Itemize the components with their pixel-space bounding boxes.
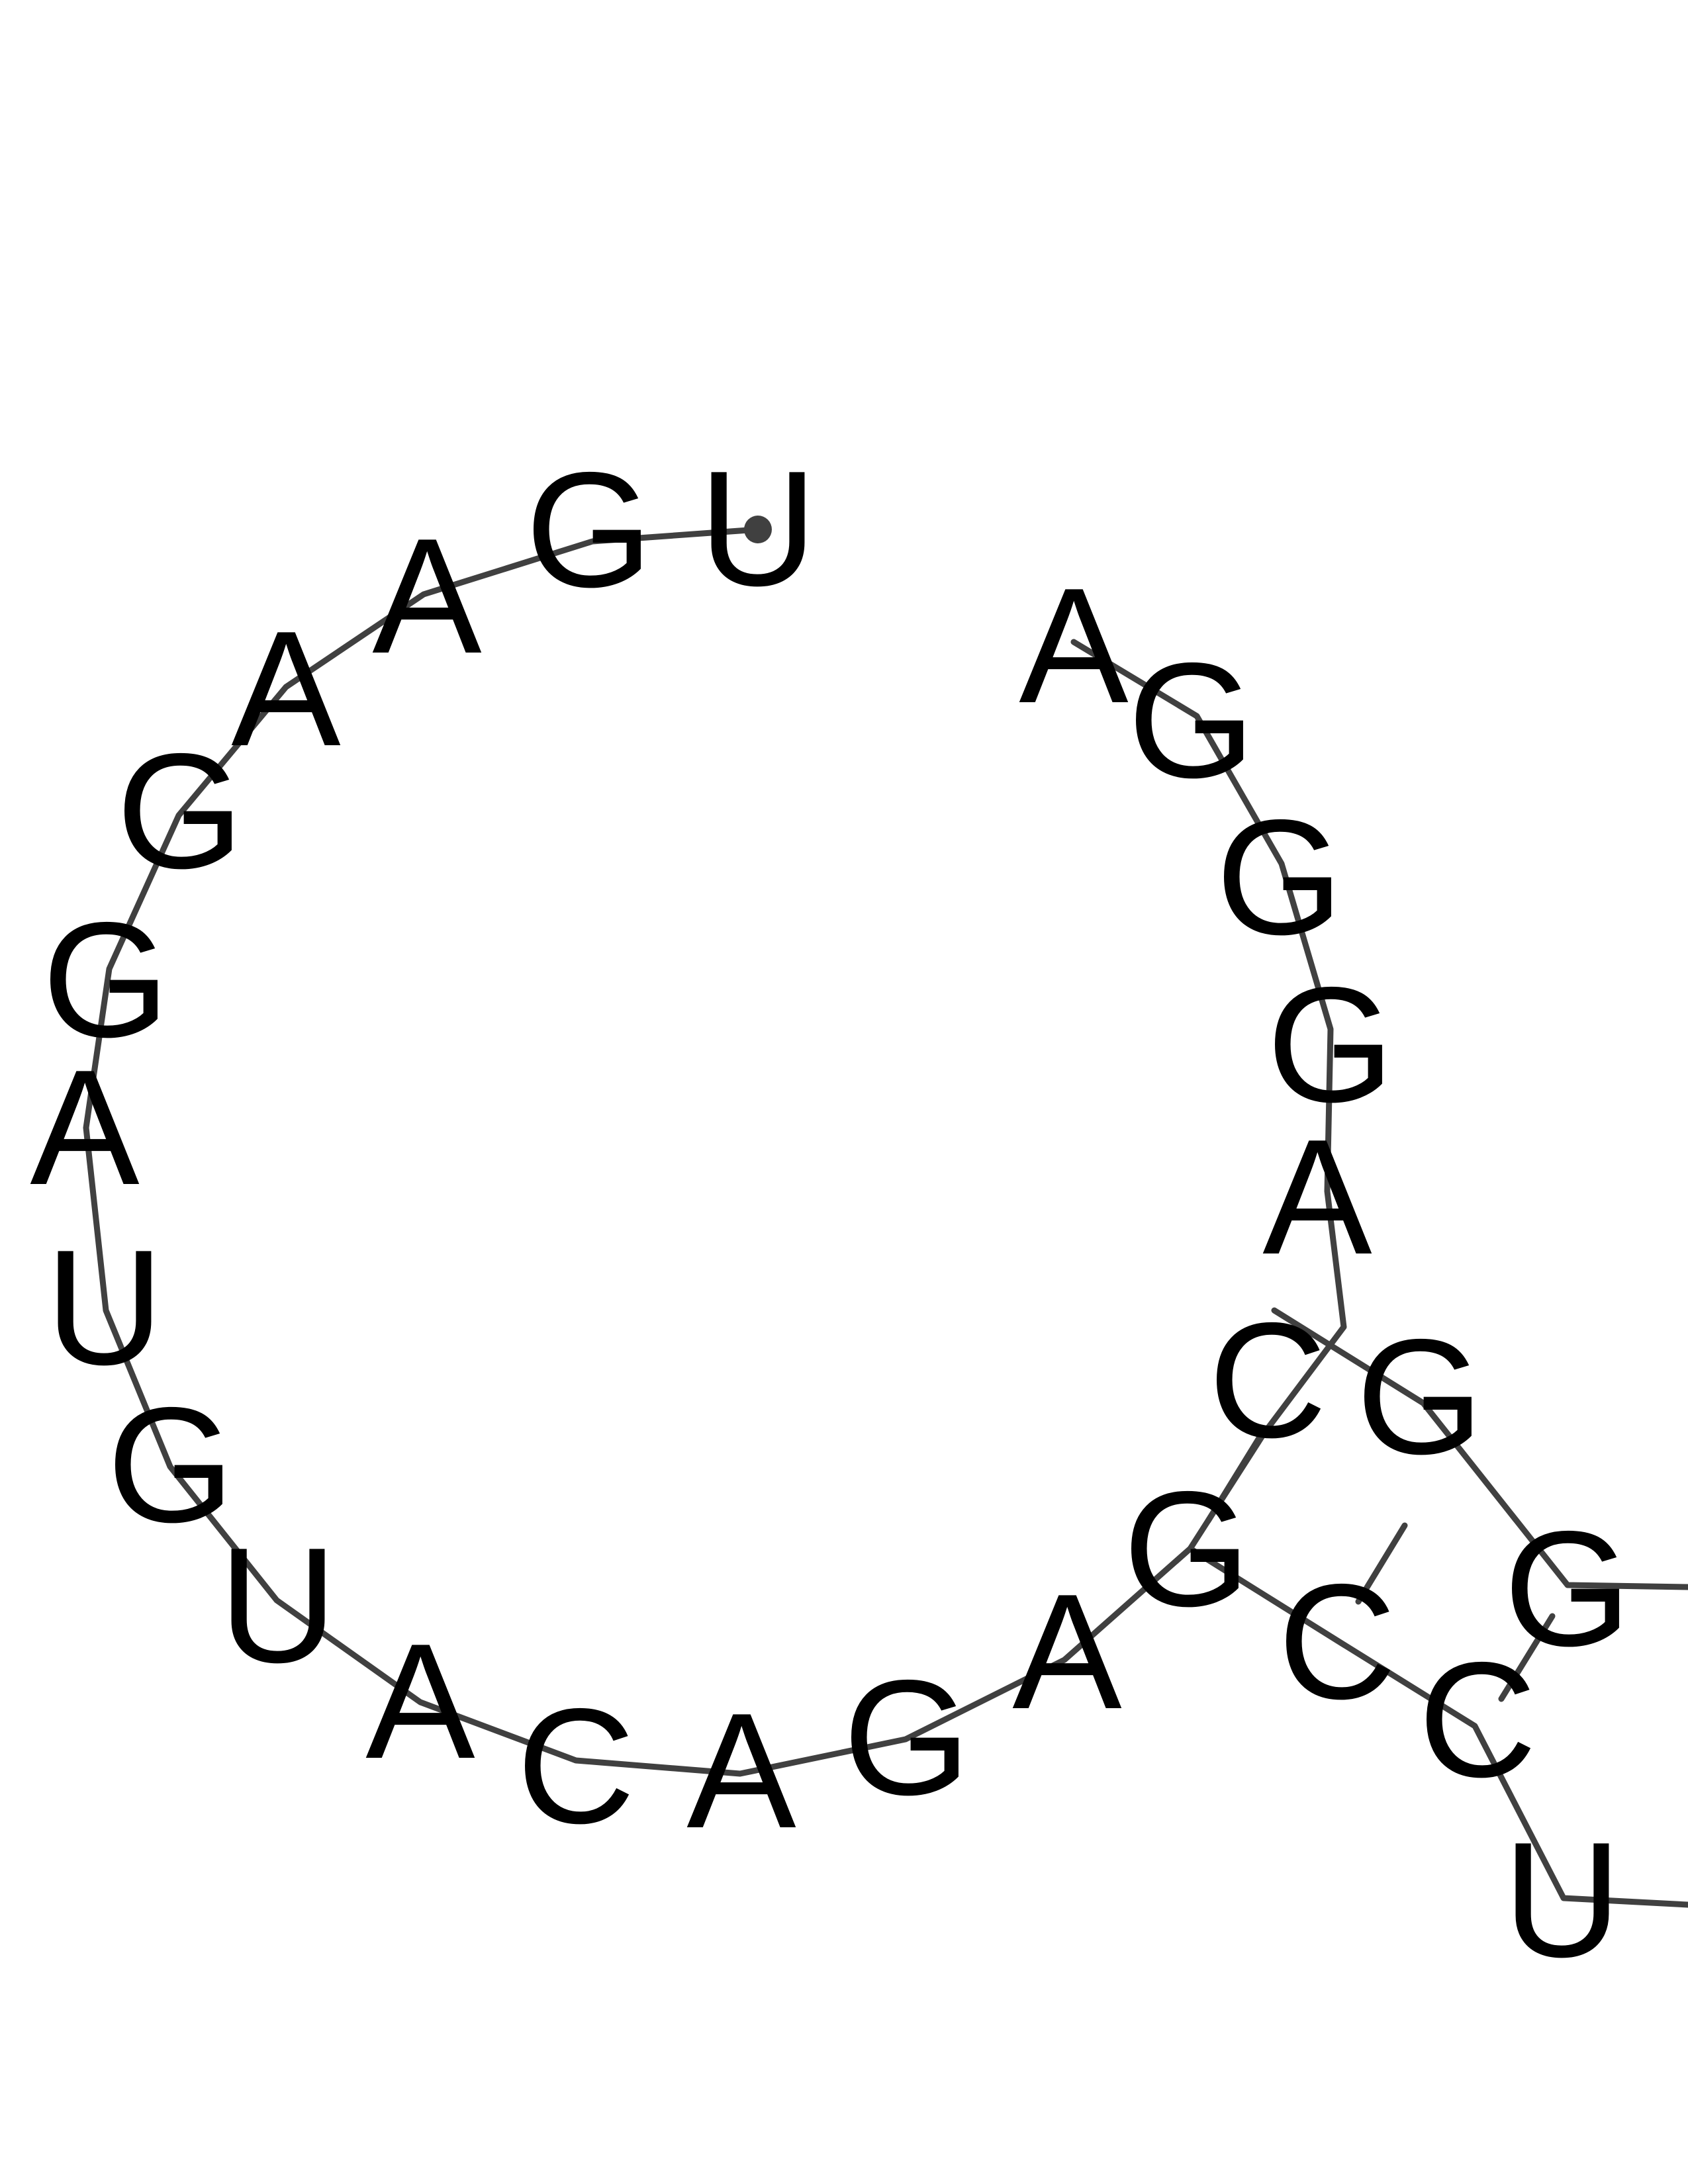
nucleotide-label-18: G xyxy=(1356,1304,1484,1488)
backbone-continuation-lower-right xyxy=(1187,1545,1688,1908)
nucleotide-label-26: G xyxy=(1128,628,1256,812)
nucleotide-label-23: A xyxy=(1262,1105,1372,1289)
nucleotide-label-14: G xyxy=(843,1645,971,1829)
nucleotide-label-8: U xyxy=(45,1215,164,1399)
base-pair-line-3 xyxy=(1498,1613,1556,1702)
base-pair-line-1 xyxy=(1205,1432,1264,1524)
nucleotide-label-19: C xyxy=(1278,1549,1396,1733)
backbone-line xyxy=(83,526,1347,1777)
base-pair-lines xyxy=(1205,1432,1556,1702)
backbone-continuation-right xyxy=(1271,1307,1688,1590)
nucleotide-label-25: G xyxy=(1216,785,1344,969)
nucleotide-label-24: G xyxy=(1267,952,1395,1136)
nucleotide-label-22: U xyxy=(1503,1807,1621,1991)
nucleotide-label-13: A xyxy=(686,1678,796,1862)
nucleotide-label-11: A xyxy=(365,1609,475,1793)
five-prime-start-marker xyxy=(744,516,772,543)
nucleotide-label-3: A xyxy=(372,504,481,688)
nucleotide-label-16: G xyxy=(1123,1457,1251,1641)
nucleotide-label-10: U xyxy=(218,1513,337,1697)
nucleotide-label-2: G xyxy=(526,437,653,621)
nucleotide-label-7: A xyxy=(30,1035,139,1219)
nucleotide-label-9: G xyxy=(107,1373,235,1557)
nucleotide-label-1: U xyxy=(698,436,817,620)
nucleotide-label-15: A xyxy=(1012,1559,1121,1743)
nucleotide-label-4: A xyxy=(231,596,340,780)
nucleotide-label-17: C xyxy=(1208,1288,1327,1472)
nucleotide-label-21: G xyxy=(1504,1496,1632,1680)
base-pair-line-2 xyxy=(1355,1522,1408,1605)
nucleotide-label-5: G xyxy=(117,719,244,903)
nucleotide-label-6: G xyxy=(42,887,170,1071)
nucleotide-label-20: C xyxy=(1418,1627,1536,1811)
nucleotide-label-27: A xyxy=(1019,553,1128,737)
nucleotide-label-12: C xyxy=(516,1674,635,1858)
